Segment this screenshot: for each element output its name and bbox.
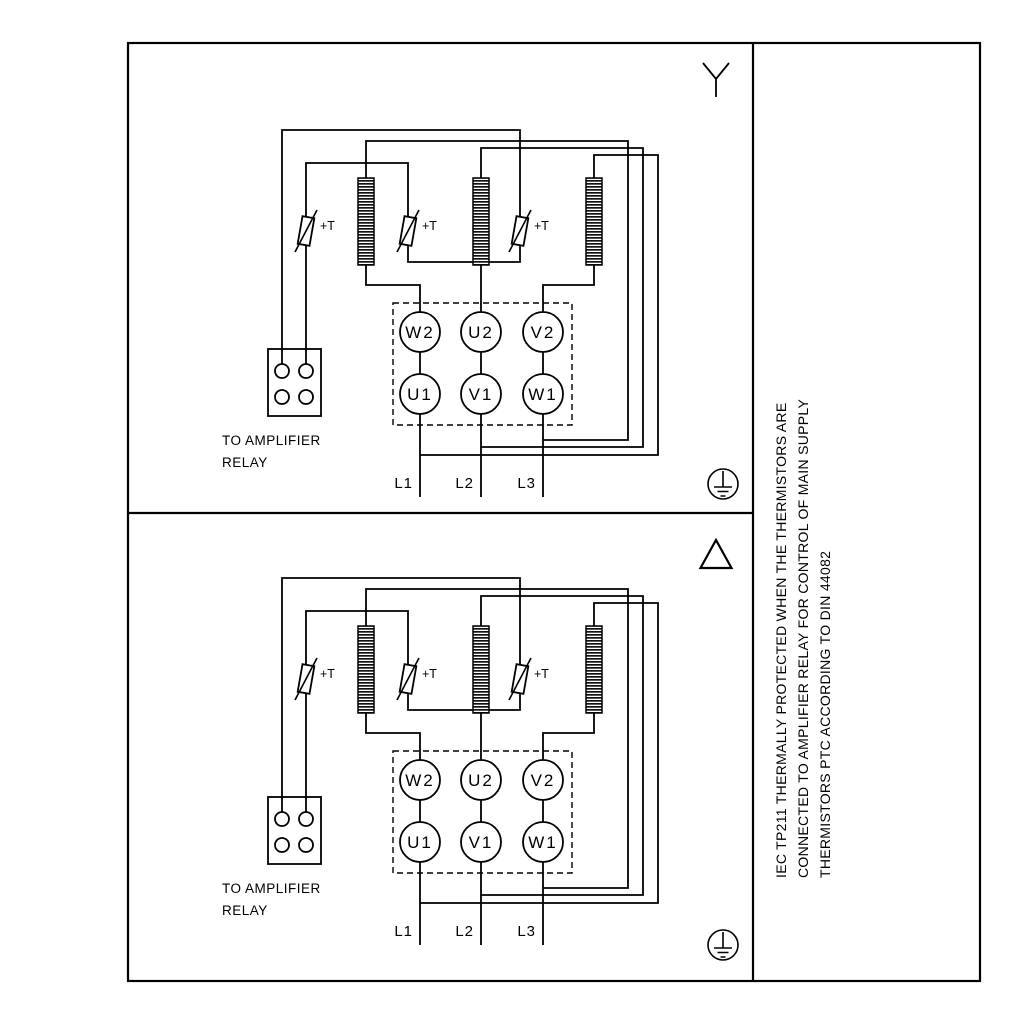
wire-set [281,129,659,497]
panel-delta: +T +T +T W2 U2 V2 U1 [222,577,659,945]
terminal-v1: V1 [460,373,502,415]
relay-pin [298,389,314,405]
supply-label-l3: L3 [517,475,536,492]
relay-note-line1: TO AMPLIFIER [222,881,321,896]
relay-note-line1: TO AMPLIFIER [222,433,321,448]
wire-set [281,577,659,945]
terminal-circle [522,311,564,353]
terminal-label: U2 [468,771,494,790]
supply-label-l2: L2 [455,923,474,940]
terminal-circle [399,759,441,801]
motor-winding-1 [357,177,375,266]
thermistor-strike [396,209,420,253]
thermistor-3: +T [508,209,549,253]
side-note-line2: CONNECTED TO AMPLIFIER RELAY FOR CONTROL… [795,399,811,878]
thermistor-3: +T [508,657,549,701]
terminal-label: U2 [468,323,494,342]
thermistor-1: +T [294,657,335,701]
relay-note-line2: RELAY [222,903,268,918]
motor-winding-3 [585,625,603,714]
thermistor-1: +T [294,209,335,253]
ground-circle [707,929,739,961]
side-note: IEC TP211 THERMALLY PROTECTED WHEN THE T… [773,399,833,878]
terminal-circle [399,821,441,863]
thermistor-label: +T [534,219,549,233]
terminal-circle [399,311,441,353]
terminal-label: W1 [528,833,558,852]
motor-winding-1 [357,625,375,714]
terminal-label: V2 [531,771,556,790]
terminal-board-outline [392,750,573,874]
earth-ground-icon [707,929,739,961]
terminal-circle [522,759,564,801]
supply-label-l2: L2 [455,475,474,492]
thermistor-2: +T [396,657,437,701]
terminal-circle [460,821,502,863]
terminal-label: V1 [469,385,494,404]
amplifier-relay-connector [267,796,322,865]
terminal-circle [399,373,441,415]
thermistor-strike [396,657,420,701]
terminal-label: V1 [469,833,494,852]
motor-winding-3 [585,177,603,266]
supply-label-l1: L1 [394,923,413,940]
thermistor-strike [294,657,318,701]
relay-pin [274,837,290,853]
terminal-label: W2 [405,771,435,790]
relay-note-line2: RELAY [222,455,268,470]
terminal-v1: V1 [460,821,502,863]
terminal-label: U1 [407,833,433,852]
relay-pin [298,363,314,379]
terminal-w1: W1 [522,373,564,415]
motor-winding-2 [472,177,490,266]
relay-pin [298,837,314,853]
thermistor-label: +T [422,219,437,233]
star-icon [702,62,730,97]
terminal-u1: U1 [399,373,441,415]
relay-pin [274,811,290,827]
terminal-w2: W2 [399,759,441,801]
terminal-v2: V2 [522,759,564,801]
terminal-w1: W1 [522,821,564,863]
ground-glyph [714,932,732,958]
thermistor-label: +T [422,667,437,681]
thermistor-strike [508,209,532,253]
thermistor-strike [508,657,532,701]
delta-icon [698,537,734,570]
thermistor-2: +T [396,209,437,253]
ground-glyph [714,471,732,497]
terminal-board-outline [392,302,573,426]
relay-pin [298,811,314,827]
terminal-u1: U1 [399,821,441,863]
side-note-line1: IEC TP211 THERMALLY PROTECTED WHEN THE T… [773,403,789,878]
thermistor-strike [294,209,318,253]
amplifier-relay-connector [267,348,322,417]
motor-winding-2 [472,625,490,714]
thermistor-label: +T [320,219,335,233]
terminal-label: U1 [407,385,433,404]
supply-label-l1: L1 [394,475,413,492]
earth-ground-icon [707,468,739,500]
terminal-label: W2 [405,323,435,342]
terminal-u2: U2 [460,311,502,353]
relay-pin [274,363,290,379]
terminal-label: V2 [531,323,556,342]
terminal-label: W1 [528,385,558,404]
ground-circle [707,468,739,500]
terminal-circle [460,311,502,353]
side-note-line3: THERMISTORS PTC ACCORDING TO DIN 44082 [817,551,833,878]
supply-label-l3: L3 [517,923,536,940]
terminal-u2: U2 [460,759,502,801]
terminal-circle [460,759,502,801]
relay-pin [274,389,290,405]
panel-star: +T +T +T W2 U2 V2 U1 [222,129,659,497]
terminal-circle [522,373,564,415]
terminal-w2: W2 [399,311,441,353]
terminal-v2: V2 [522,311,564,353]
thermistor-label: +T [320,667,335,681]
terminal-circle [460,373,502,415]
terminal-circle [522,821,564,863]
thermistor-label: +T [534,667,549,681]
